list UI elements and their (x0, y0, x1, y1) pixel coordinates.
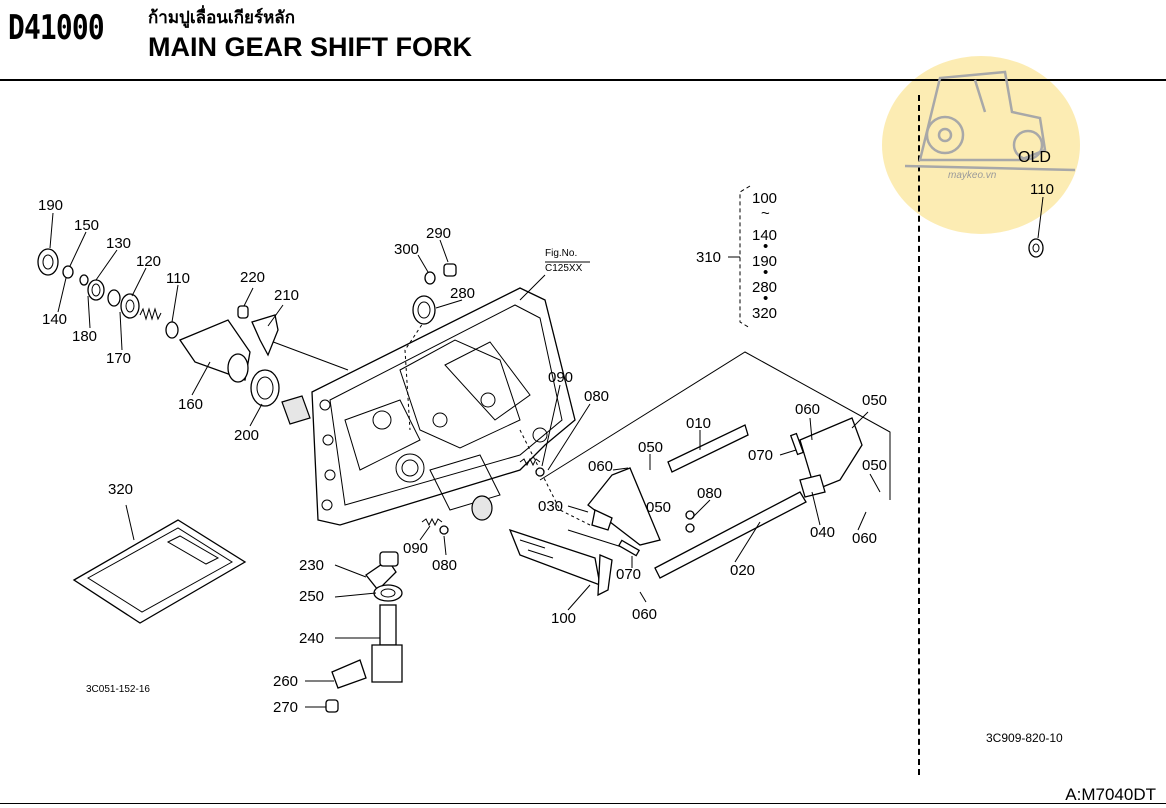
part-label: 280 (450, 285, 475, 302)
kit-item: • (763, 290, 768, 307)
kit-item: • (763, 238, 768, 255)
part-label: 250 (299, 588, 324, 605)
fig-ref-label: C125XX (545, 263, 583, 274)
section-divider (918, 95, 920, 775)
part-label: 070 (616, 566, 641, 583)
part-label: 170 (106, 350, 131, 367)
watermark-text: maykeo.vn (948, 170, 997, 181)
part-label: 150 (74, 217, 99, 234)
part-label: 030 (538, 498, 563, 515)
part-label: 050 (862, 392, 887, 409)
part-label: 300 (394, 241, 419, 258)
diagram-ref-left: 3C051-152-16 (86, 684, 150, 695)
part-label: 070 (748, 447, 773, 464)
footer-rule (0, 803, 1166, 804)
part-label: 050 (646, 499, 671, 516)
part-label: 080 (584, 388, 609, 405)
kit-item: 320 (752, 305, 777, 322)
part-label: 180 (72, 328, 97, 345)
manual-booklet-icon (72, 519, 247, 624)
part-label: 100 (551, 610, 576, 627)
part-label: 240 (299, 630, 324, 647)
left-exploded-parts (37, 248, 457, 407)
part-label: 120 (136, 253, 161, 270)
part-label: 140 (42, 311, 67, 328)
model-code: A:M7040DT (1065, 785, 1156, 804)
part-label: 270 (273, 699, 298, 716)
diagram-code: D41000 (8, 8, 105, 48)
part-label: 310 (696, 249, 721, 266)
kit-item: 190 (752, 253, 777, 270)
part-label: 060 (852, 530, 877, 547)
fig-no-label: Fig.No. (545, 248, 577, 259)
part-label: 210 (274, 287, 299, 304)
title-thai: ก้ามปูเลื่อนเกียร์หลัก (148, 8, 296, 28)
part-label: 020 (730, 562, 755, 579)
part-label: 130 (106, 235, 131, 252)
shift-shafts-forks (421, 417, 863, 597)
part-label: 110 (1030, 181, 1054, 198)
kit-item: 100 (752, 190, 777, 207)
part-label: 260 (273, 673, 298, 690)
part-label: 050 (638, 439, 663, 456)
kit-item: • (763, 264, 768, 281)
part-label: 090 (403, 540, 428, 557)
tractor-logo-icon (904, 70, 1076, 172)
old-label: OLD (1018, 149, 1051, 166)
page-title: MAIN GEAR SHIFT FORK (148, 32, 472, 62)
part-label: 220 (240, 269, 265, 286)
kit-item: ~ (761, 205, 770, 222)
part-label: 040 (810, 524, 835, 541)
part-label: 060 (588, 458, 613, 475)
header-rule (0, 79, 1166, 81)
part-label: 200 (234, 427, 259, 444)
part-label: 060 (795, 401, 820, 418)
part-label: 230 (299, 557, 324, 574)
part-label: 320 (108, 481, 133, 498)
diagram-ref-right: 3C909-820-10 (986, 731, 1063, 745)
watermark-circle (882, 56, 1080, 234)
part-label: 290 (426, 225, 451, 242)
part-label: 050 (862, 457, 887, 474)
part-label: 160 (178, 396, 203, 413)
kit-item: 280 (752, 279, 777, 296)
part-label: 110 (166, 270, 190, 287)
part-label: 010 (686, 415, 711, 432)
part-label: 080 (432, 557, 457, 574)
part-label: 080 (697, 485, 722, 502)
part-label: 090 (548, 369, 573, 386)
part-label: 190 (38, 197, 63, 214)
kit-item: 140 (752, 227, 777, 244)
washer-old-icon (1028, 238, 1044, 258)
part-label: 060 (632, 606, 657, 623)
leader-lines (49, 212, 881, 708)
